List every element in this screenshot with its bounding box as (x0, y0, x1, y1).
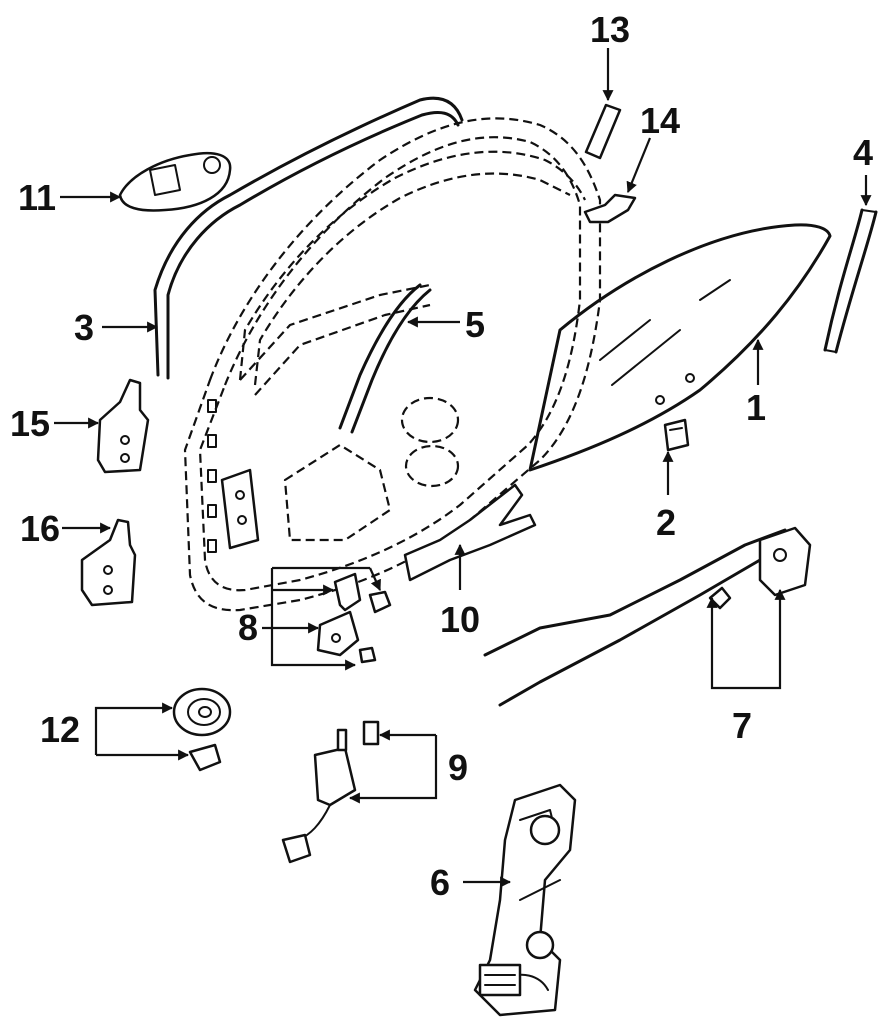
part-1-door-glass (528, 223, 832, 472)
leader-lines (54, 48, 872, 888)
label-4: 4 (853, 132, 873, 173)
label-7: 7 (732, 705, 752, 746)
label-14: 14 (640, 100, 680, 141)
part-9-lock-actuator (281, 720, 380, 864)
label-3: 3 (74, 307, 94, 348)
part-6-window-regulator (473, 783, 577, 1017)
part-13-seal (584, 103, 622, 160)
part-2-glass-clip (663, 418, 690, 452)
label-15: 15 (10, 403, 50, 444)
label-6: 6 (430, 862, 450, 903)
part-4-weatherstrip (823, 208, 878, 354)
part-7-lock-rods-and-latch (483, 526, 812, 707)
label-12: 12 (40, 709, 80, 750)
part-16-lower-hinge (80, 518, 137, 607)
label-2: 2 (656, 502, 676, 543)
label-9: 9 (448, 747, 468, 788)
part-3-run-channel (153, 96, 464, 380)
label-16: 16 (20, 508, 60, 549)
part-14-bracket (583, 193, 637, 224)
door-shell (183, 117, 602, 612)
part-5-center-channel (338, 283, 432, 434)
label-8: 8 (238, 607, 258, 648)
part-12-speaker (172, 687, 232, 772)
label-10: 10 (440, 599, 480, 640)
label-5: 5 (465, 304, 485, 345)
part-15-upper-hinge (96, 378, 150, 474)
label-1: 1 (746, 387, 766, 428)
part-10-bracket (403, 483, 537, 582)
part-8-handle-components (316, 572, 392, 664)
label-11: 11 (18, 177, 56, 218)
part-11-outside-handle (118, 151, 232, 212)
label-13: 13 (590, 9, 630, 50)
